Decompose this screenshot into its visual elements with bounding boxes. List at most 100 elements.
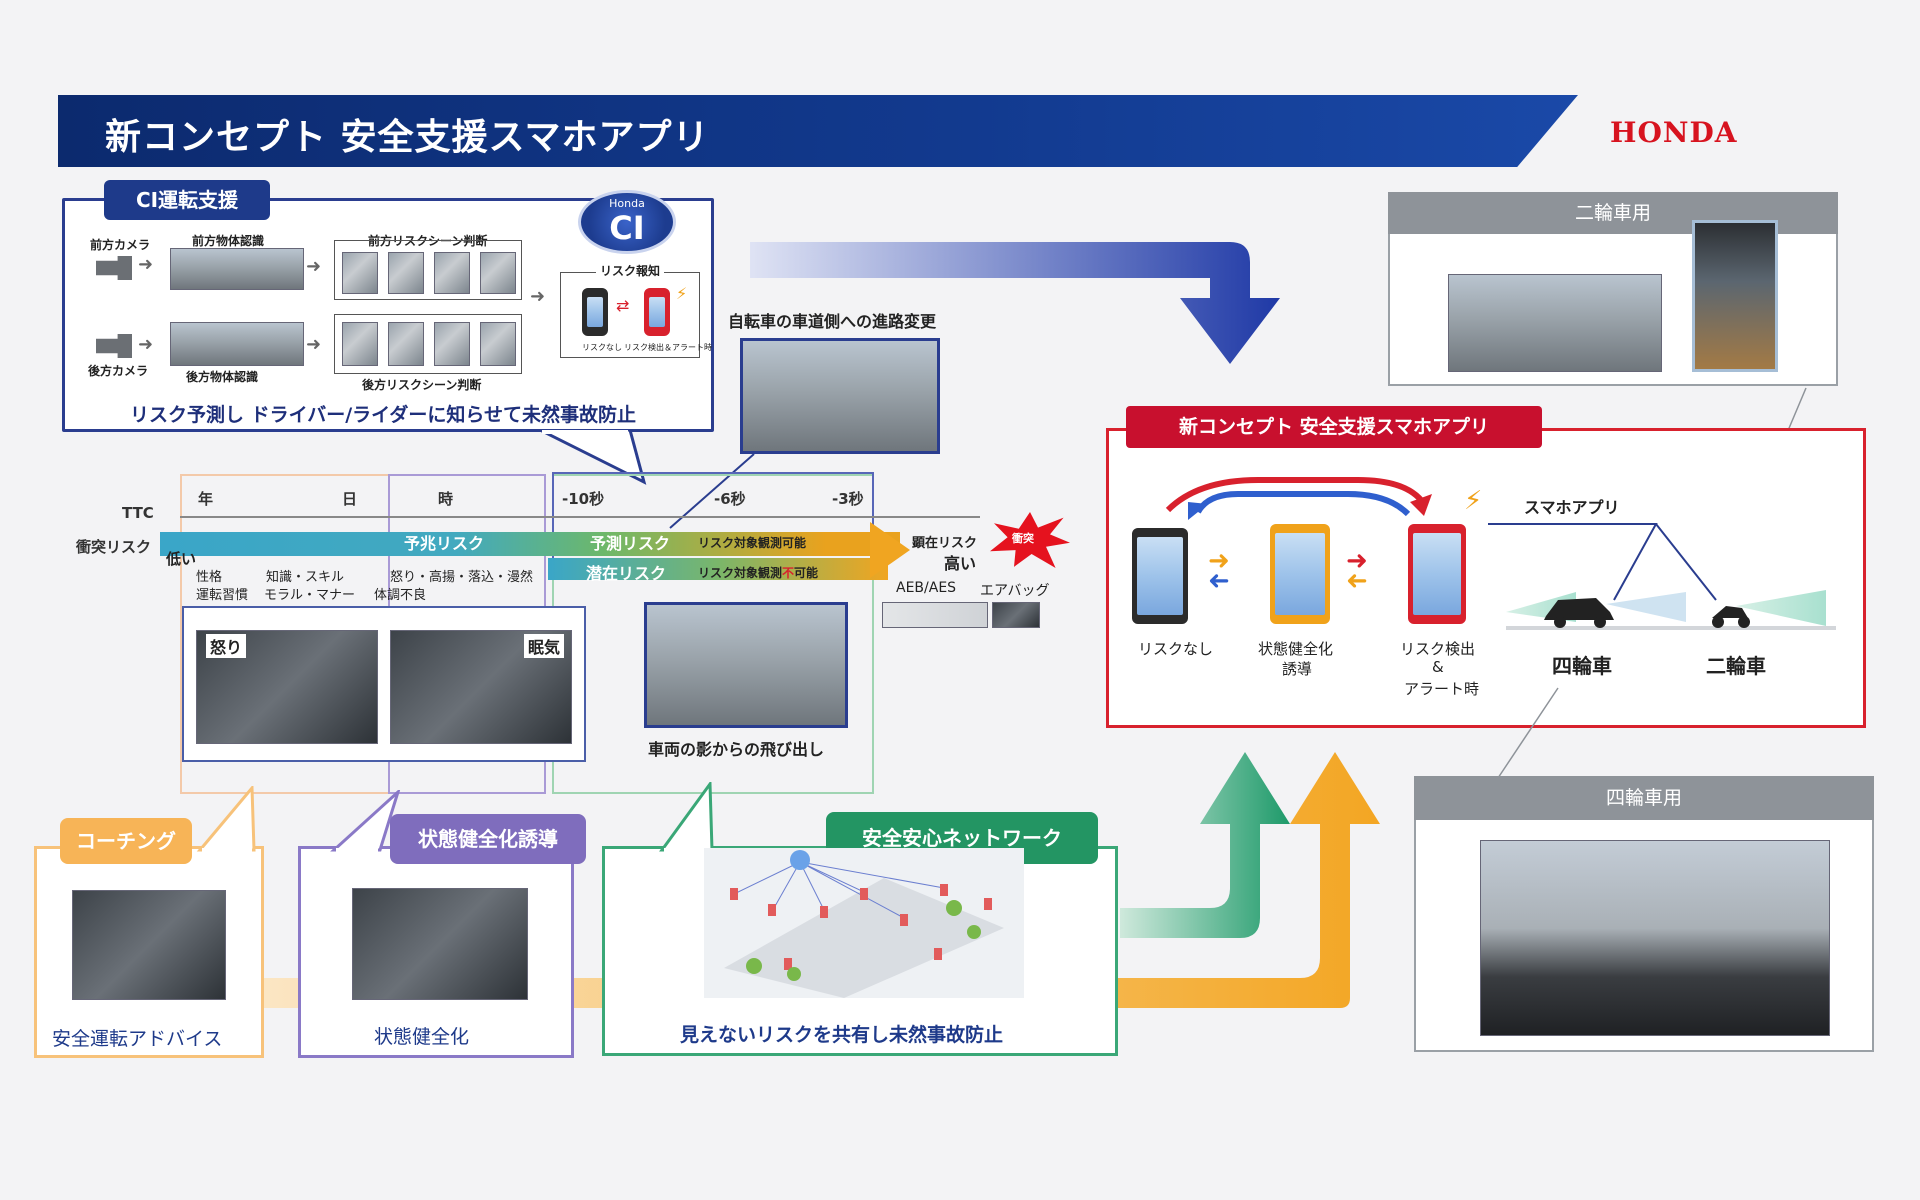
morals-label: モラル・マナー <box>264 588 356 603</box>
scene-thumb <box>434 322 470 366</box>
trait-label: 性格 <box>196 570 223 585</box>
scene-thumb <box>388 252 424 294</box>
rear-scene-frame <box>334 314 522 374</box>
app-step-guidance-a: 状態健全化 <box>1258 640 1334 658</box>
emotion-label: 怒り・高揚・落込・漫然 <box>390 570 534 585</box>
risk-high-label: 高い <box>944 554 977 573</box>
risk-low-label: 低い <box>166 550 197 568</box>
tick-day: 日 <box>342 490 358 508</box>
rear-camera-label: 後方カメラ <box>88 364 149 378</box>
risk-bar-arrowhead <box>870 522 910 578</box>
moto-label: 二輪車 <box>1706 654 1766 678</box>
tick-10s: -10秒 <box>562 490 605 508</box>
app-step-alert-b: & <box>1432 658 1444 676</box>
knowledge-label: 知識・スキル <box>266 570 345 585</box>
scene-thumb <box>342 252 378 294</box>
title-bar <box>58 95 1578 167</box>
sleepy-label: 眠気 <box>524 634 565 658</box>
phone-alert-icon <box>644 288 670 336</box>
front-camera-label: 前方カメラ <box>90 238 151 252</box>
risk-alert-label: リスク報知 <box>596 262 665 279</box>
front-object-image <box>170 248 304 290</box>
condition-label: 体調不良 <box>374 588 427 603</box>
ttc-label: TTC <box>122 504 154 522</box>
coaching-caption: 安全運転アドバイス <box>52 1028 223 1050</box>
habit-label: 運転習慣 <box>196 588 249 603</box>
airbag-label: エアバッグ <box>980 583 1050 599</box>
app-cycle-arrows <box>1165 477 1432 520</box>
health-photo <box>352 888 528 1000</box>
app-step-guidance-b: 誘導 <box>1282 660 1313 678</box>
ci-callout-pointer <box>540 430 647 485</box>
car-panel-title: 四輪車用 <box>1414 776 1874 820</box>
arrow-right-icon: ➜ <box>138 334 154 355</box>
tick-year: 年 <box>198 490 214 508</box>
car-connector <box>1497 687 1559 779</box>
scene-thumb <box>480 322 516 366</box>
no-risk-small-label: リスクなし <box>582 343 622 352</box>
car-dashcam-photo <box>1480 840 1830 1036</box>
app-phone-guidance <box>1270 524 1330 624</box>
coaching-pointer <box>196 786 256 852</box>
honda-logo: HONDA <box>1610 116 1738 149</box>
exchange-arrows-icon: ⇄ <box>616 296 630 315</box>
arrow-left-icon: ➜ <box>1208 566 1230 596</box>
ci-logo: Honda CI <box>578 190 676 254</box>
latent-risk-label: 潜在リスク <box>586 564 667 583</box>
rear-object-image <box>170 322 304 366</box>
network-pointer <box>659 782 714 852</box>
anger-label: 怒り <box>206 634 247 658</box>
bike-lane-change-photo <box>740 338 940 454</box>
network-map-illustration <box>704 848 1024 998</box>
tick-6s: -6秒 <box>714 490 746 508</box>
arrow-right-icon: ➜ <box>306 256 322 277</box>
app-step-alert-a: リスク検出 <box>1400 640 1476 658</box>
arrow-right-icon: ➜ <box>306 334 322 355</box>
front-scene-label: 前方リスクシーン判断 <box>368 234 488 248</box>
risk-bar-latent <box>548 558 888 580</box>
scene-thumb <box>342 322 378 366</box>
arrow-right-icon: ➜ <box>1208 546 1230 576</box>
street-caption: 車両の影からの飛び出し <box>648 740 825 759</box>
coaching-photo <box>72 890 226 1000</box>
front-scene-frame <box>334 240 522 300</box>
app-phone-alert <box>1408 524 1466 624</box>
network-caption: 見えないリスクを共有し未然事故防止 <box>680 1024 1004 1046</box>
flow-arrow-blue <box>750 242 1280 364</box>
aeb-label: AEB/AES <box>896 580 957 596</box>
arrow-right-icon: ➜ <box>138 254 154 275</box>
scene-thumb <box>480 252 516 294</box>
tick-3s: -3秒 <box>832 490 864 508</box>
latent-risk-note: リスク対象観測不可能 <box>698 566 819 580</box>
health-pointer <box>330 790 400 852</box>
scene-thumb <box>388 322 424 366</box>
tick-hour: 時 <box>438 490 454 508</box>
lightning-icon: ⚡ <box>1464 486 1483 516</box>
risk-bar-main <box>160 532 900 556</box>
bike-lane-change-label: 自転車の車道側への進路変更 <box>728 312 937 331</box>
car-label: 四輪車 <box>1552 654 1612 678</box>
ttc-axis <box>180 516 980 518</box>
predict-risk-note: リスク対象観測可能 <box>698 536 807 550</box>
app-step-no-risk: リスクなし <box>1138 640 1214 658</box>
predict-risk-label: 予測リスク <box>590 534 671 553</box>
health-label: 状態健全化誘導 <box>390 814 586 864</box>
crash-label: 衝突 <box>1012 532 1034 545</box>
collision-risk-label: 衝突リスク <box>76 538 152 556</box>
rear-object-label: 後方物体認識 <box>186 370 259 384</box>
moto-rider-photo <box>1448 274 1662 372</box>
app-panel <box>1106 428 1866 728</box>
arrow-right-icon: ➜ <box>1346 546 1368 576</box>
front-object-label: 前方物体認識 <box>192 234 265 248</box>
lightning-icon: ⚡ <box>676 284 688 303</box>
ci-logo-brand: Honda <box>609 197 645 210</box>
rear-scene-label: 後方リスクシーン判断 <box>362 378 482 392</box>
apparent-risk-label: 顕在リスク <box>912 536 978 551</box>
app-step-alert-c: アラート時 <box>1404 680 1480 698</box>
page-title: 新コンセプト 安全支援スマホアプリ <box>105 117 710 158</box>
aeb-image <box>882 602 988 628</box>
arrow-right-icon: ➜ <box>530 286 546 307</box>
moto-phone-mount-photo <box>1692 220 1778 372</box>
detect-small-label: リスク検出＆アラート時 <box>624 343 712 352</box>
blind-spot-street-photo <box>644 602 848 728</box>
